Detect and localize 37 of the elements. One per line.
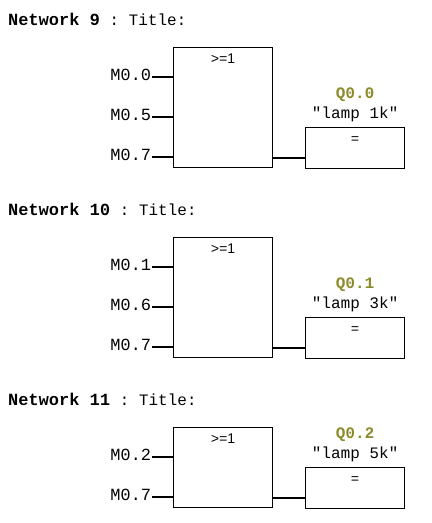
connection-line — [273, 497, 305, 499]
network-heading: Network 10 : Title: — [8, 201, 196, 222]
function-label: >=1 — [210, 50, 236, 66]
output-address: Q0.2 — [334, 424, 376, 444]
symbol-name: "lamp 5k" — [310, 444, 400, 464]
input-address: M0.0 — [90, 67, 151, 88]
input-address: M0.7 — [90, 147, 151, 168]
symbol-name: "lamp 3k" — [310, 294, 400, 314]
network-heading: Network 11 : Title: — [8, 391, 196, 412]
or-gate-box — [173, 47, 273, 168]
network-heading: Network 9 : Title: — [8, 11, 186, 32]
connection-line — [152, 156, 173, 158]
output-address: Q0.1 — [334, 274, 376, 294]
function-label: >=1 — [210, 240, 236, 256]
connection-line — [152, 266, 173, 268]
input-address: M0.7 — [90, 337, 151, 358]
assign-symbol: = — [350, 130, 360, 146]
input-address: M0.5 — [90, 107, 151, 128]
connection-line — [152, 116, 173, 118]
connection-line — [152, 456, 173, 458]
input-address: M0.1 — [90, 257, 151, 278]
connection-line — [152, 346, 173, 348]
assign-symbol: = — [350, 470, 360, 486]
input-address: M0.7 — [90, 487, 151, 508]
connection-line — [152, 306, 173, 308]
input-address: M0.6 — [90, 297, 151, 318]
connection-line — [273, 347, 305, 349]
or-gate-box — [173, 237, 273, 358]
assign-symbol: = — [350, 320, 360, 336]
connection-line — [273, 157, 305, 159]
output-address: Q0.0 — [334, 84, 376, 104]
input-address: M0.2 — [90, 447, 151, 468]
symbol-name: "lamp 1k" — [310, 104, 400, 124]
function-label: >=1 — [210, 430, 236, 446]
or-gate-box — [173, 427, 273, 508]
connection-line — [152, 76, 173, 78]
connection-line — [152, 496, 173, 498]
